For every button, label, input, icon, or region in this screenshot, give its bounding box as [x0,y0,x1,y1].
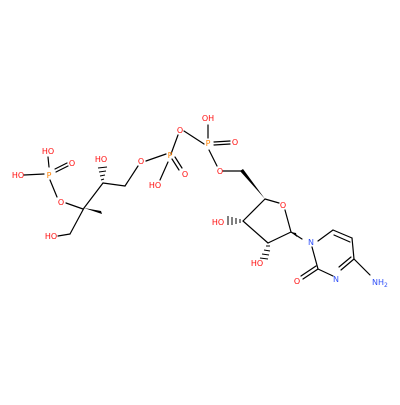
wedge-c1p-n1 [291,232,297,237]
bond-oring-c1p [284,209,292,233]
bond-n3-c2 [317,268,334,277]
bond-c3-c2 [83,182,104,209]
bond-c2p-c3p [242,220,269,244]
label-n3: N [333,275,339,284]
label-amino: NH2 [372,278,388,289]
bond-p2-oh [159,161,169,181]
bond-p1-oh-top [47,156,50,168]
label-ho-p2: HO [149,181,161,190]
wedge-c4p-c5p [240,169,265,199]
bond-c2-c1 [102,182,126,187]
bond-o-p2 [145,153,167,162]
bond-p1-o-c3 [49,179,58,198]
label-amino-nh: NH [372,278,384,287]
atom-label-layer: HO HO P O O HO HO O P HO O O OH P O O O … [12,114,388,289]
label-o2: O [294,277,300,286]
label-phosphorus-3: P [206,139,211,148]
bond-p1-o-double-a [55,165,69,173]
bond-c3p-c4p [242,198,266,222]
bond-p3-o5p [208,149,218,167]
bond-o-bridge-p3 [183,130,205,145]
label-o5p: O [217,167,223,176]
bond-p3-o-double-b [213,143,231,146]
bond-c6-c5-inner [333,234,351,243]
label-ho-c2: HO [95,155,107,164]
bond-c4-n3-b [338,256,352,268]
bond-c1-o [124,165,139,187]
label-oh-p3: OH [202,114,214,123]
bond-c4p-oring [264,198,280,204]
bond-o-c3 [65,202,84,210]
bond-p1-o-double-b [54,162,68,170]
label-o-bridge: O [177,126,183,135]
bond-c2-o-b [300,265,317,277]
label-ho-left: HO [12,171,24,180]
label-ho-top: HO [42,147,54,156]
label-o-c3: O [58,198,64,207]
label-phosphorus-1: P [47,171,52,180]
bond-p3-o-double-a [213,140,231,143]
bond-c5-c4 [351,237,355,260]
wedge-c3-methyl [84,208,102,214]
bond-c6-c5 [332,229,353,239]
label-p2-oxo: O [182,170,188,179]
stereo-bond-layer [84,166,297,260]
bond-c3-ch2 [69,207,85,235]
hash-c3p-oh [227,216,241,225]
bond-n1-c6 [317,229,334,242]
hash-c2p-oh [259,245,271,260]
label-o-ring: O [280,201,286,210]
bond-c2-o-a [302,268,319,280]
label-n1: N [308,238,314,247]
bond-p1-oh-left [23,173,45,176]
label-ho-ch2: HO [45,232,57,241]
bond-p2-o-double-a [171,158,180,171]
label-phosphorus-2: P [168,151,173,160]
bond-layer [23,124,371,280]
label-amino-subscript: 2 [384,282,388,289]
bond-c4-n3-a [340,258,355,271]
label-p1-oxo: O [69,159,75,168]
bond-c4-nh2 [353,258,371,276]
label-o-c1: O [138,157,144,166]
bond-c1p-c2p [267,231,292,244]
label-ho-3p: HO [212,218,224,227]
bond-p2-o-double-b [174,156,183,169]
bond-ch2-oh [57,233,71,237]
label-ho-2p: HO [251,259,263,268]
bond-p2-o-bridge [170,134,179,155]
label-p3-oxo: O [232,138,238,147]
hash-c2-oh [97,166,108,181]
bond-c2-n1 [311,246,319,270]
